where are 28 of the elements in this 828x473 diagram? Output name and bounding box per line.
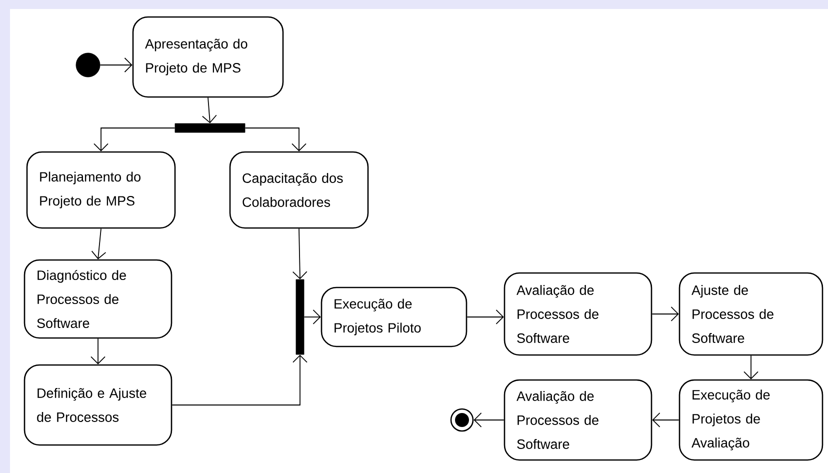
activity-box: Avaliação de Processos de Software xyxy=(504,379,652,461)
arrow xyxy=(474,412,504,428)
activity-box: Execução de Projetos de Avaliação xyxy=(678,379,824,461)
activity-box: Diagnóstico de Processos de Software xyxy=(24,259,172,339)
end-circle xyxy=(450,408,474,432)
arrow xyxy=(466,310,504,324)
activity-box: Definição e Ajuste de Processos xyxy=(24,364,172,446)
arrow xyxy=(304,310,321,324)
arrow xyxy=(744,355,758,380)
arrow xyxy=(652,306,679,322)
activity-box: Planejamento do Projeto de MPS xyxy=(26,151,176,229)
arrow xyxy=(652,412,680,428)
arrow xyxy=(100,58,132,72)
start-circle xyxy=(76,52,100,78)
arrow xyxy=(292,228,308,280)
arrow xyxy=(90,338,106,364)
arrow xyxy=(172,354,308,406)
arrow xyxy=(202,97,217,124)
arrow xyxy=(94,128,176,152)
activity-box: Avaliação de Processos de Software xyxy=(504,272,652,356)
activity-box: Capacitação dos Colaboradores xyxy=(229,151,369,229)
sync-bar xyxy=(296,279,304,355)
activity-box: Ajuste de Processos de Software xyxy=(678,272,824,356)
arrow xyxy=(91,228,106,260)
sync-bar xyxy=(174,123,246,133)
arrow xyxy=(244,128,306,152)
activity-box: Apresentação do Projeto de MPS xyxy=(132,16,284,98)
activity-box: Execução de Projetos Piloto xyxy=(320,286,468,348)
